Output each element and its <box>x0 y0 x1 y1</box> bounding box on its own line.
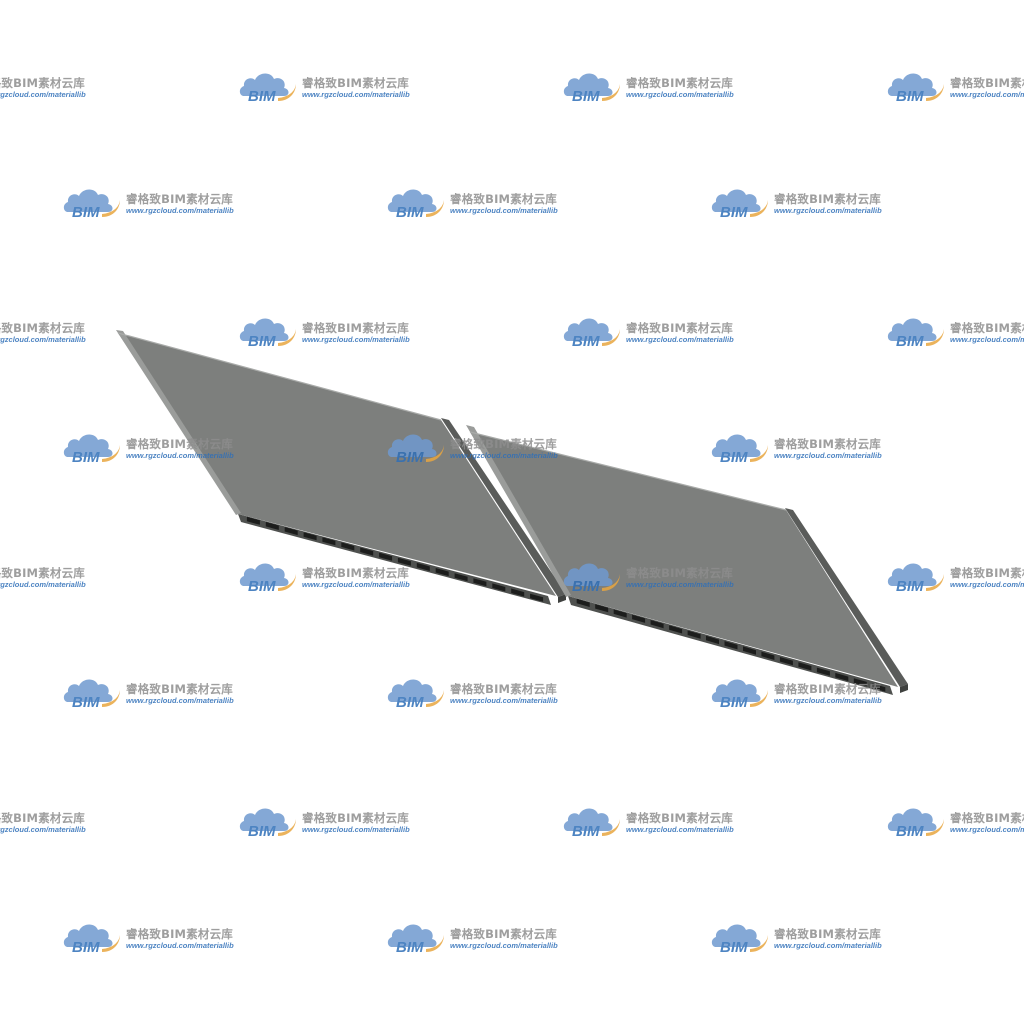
left-panel <box>116 330 566 605</box>
right-panel-slot <box>595 604 609 613</box>
right-panel-slot <box>613 609 627 618</box>
left-panel-slot <box>303 532 317 541</box>
left-panel-slot <box>265 521 279 530</box>
left-panel-slot <box>322 537 336 546</box>
right-panel-slot <box>761 651 775 660</box>
left-panel-back-edge <box>117 332 442 421</box>
right-panel-slot <box>743 646 756 655</box>
left-panel-slot <box>416 562 430 571</box>
left-panel-slot <box>360 547 374 556</box>
right-panel-side-rail <box>785 508 908 687</box>
left-panel-side-rail <box>441 418 566 597</box>
right-panel-slot <box>872 683 886 692</box>
right-panel-left-edge <box>466 425 571 597</box>
right-panel-slot <box>816 667 830 676</box>
left-panel-slot <box>435 568 449 577</box>
left-panel-side-rail-face <box>558 594 566 603</box>
right-panel-back-edge <box>469 431 787 511</box>
right-panel-slot <box>779 657 793 666</box>
left-panel-slot <box>492 583 506 592</box>
left-panel-slot <box>511 588 525 597</box>
left-panel-slots <box>246 516 544 602</box>
left-panel-slot <box>530 593 544 602</box>
left-panel-slot <box>397 557 411 566</box>
right-panel-slot <box>687 630 701 639</box>
right-panel-slots <box>576 598 886 692</box>
right-panel-slot <box>835 672 849 682</box>
right-panel-slot <box>650 620 664 629</box>
right-panel-top-surface <box>470 432 898 687</box>
left-panel-slot <box>454 573 468 582</box>
left-panel-slot <box>379 552 393 561</box>
left-panel-slot <box>246 516 260 525</box>
right-panel-slot <box>724 641 738 650</box>
left-panel-slot <box>473 578 487 587</box>
left-panel-left-edge <box>116 330 241 515</box>
right-panel-slot <box>669 625 683 634</box>
left-panel-top-surface <box>118 333 556 596</box>
right-panel <box>466 425 908 695</box>
right-panel-slot <box>853 678 867 687</box>
right-panel-side-rail-face <box>900 684 908 693</box>
left-panel-slot <box>284 527 298 536</box>
right-panel-slot <box>798 662 812 671</box>
right-panel-slot <box>632 614 646 623</box>
right-panel-slot <box>706 635 719 645</box>
right-panel-slot <box>576 598 590 607</box>
left-panel-slot <box>341 542 355 551</box>
